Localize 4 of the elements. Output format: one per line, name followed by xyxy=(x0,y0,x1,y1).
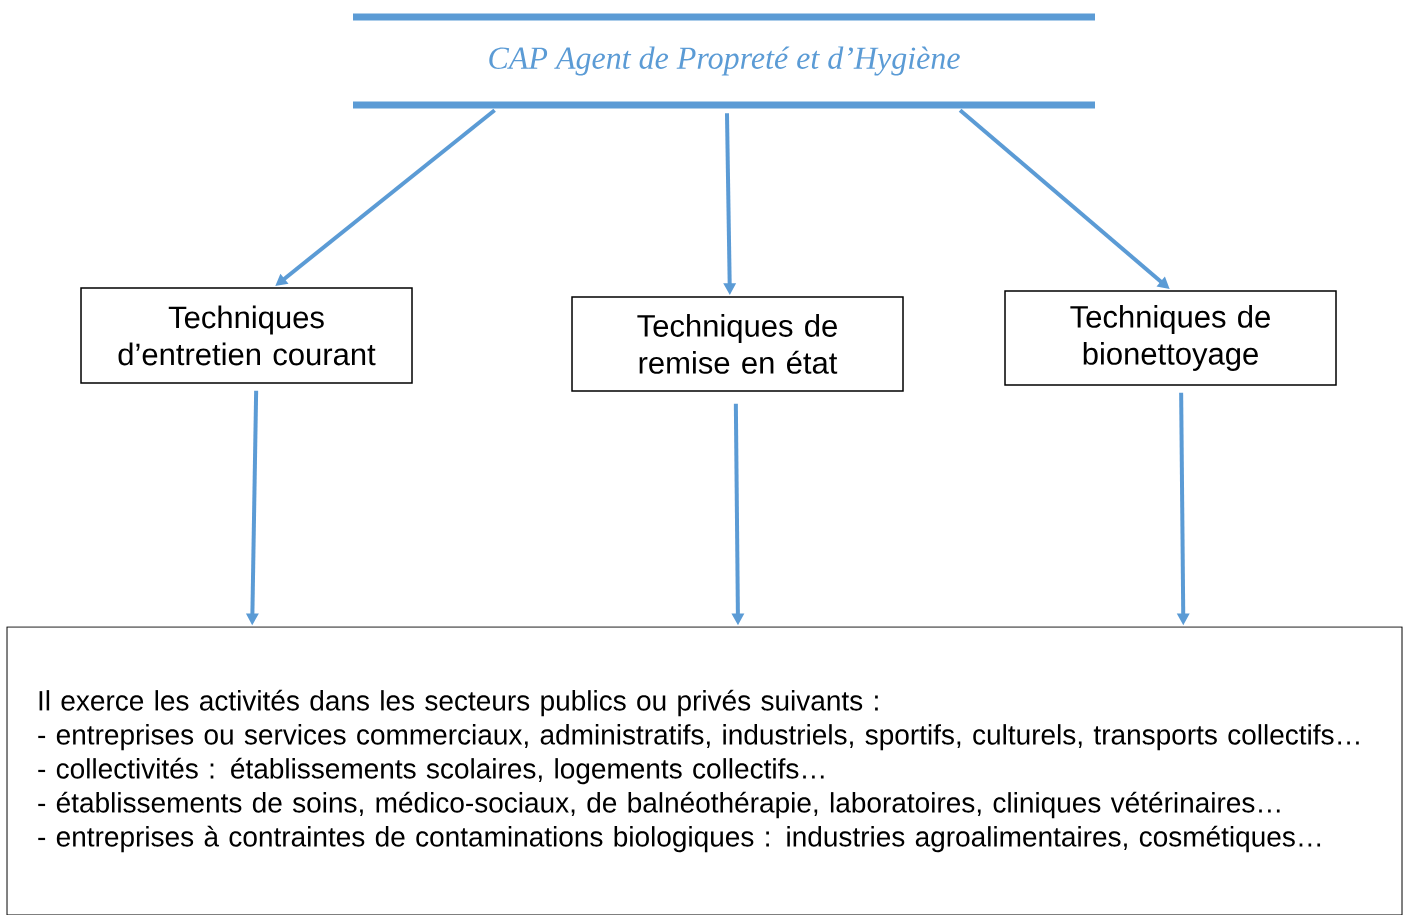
text-box: Il exerce les activités dans les secteurs publics ou privés suivants : - entreprises ou services commerciaux, administratifs, industriels, sportifs, culturels, transports collectifs… - collectivités : établissements scolaires, logements collectifs… - établissements de soins, médico-sociaux, de balnéothérapie, laboratoires, cliniques vétérinaires… - entreprises à contraintes de contaminations biologiques : industries agroalimentaires, cosmétiques… xyxy=(6,626,1403,915)
process-box: Techniques d’entretien courant xyxy=(80,287,413,384)
process-box: Techniques de bionettoyage xyxy=(1004,290,1337,386)
process-box: Techniques de remise en état xyxy=(571,296,904,392)
